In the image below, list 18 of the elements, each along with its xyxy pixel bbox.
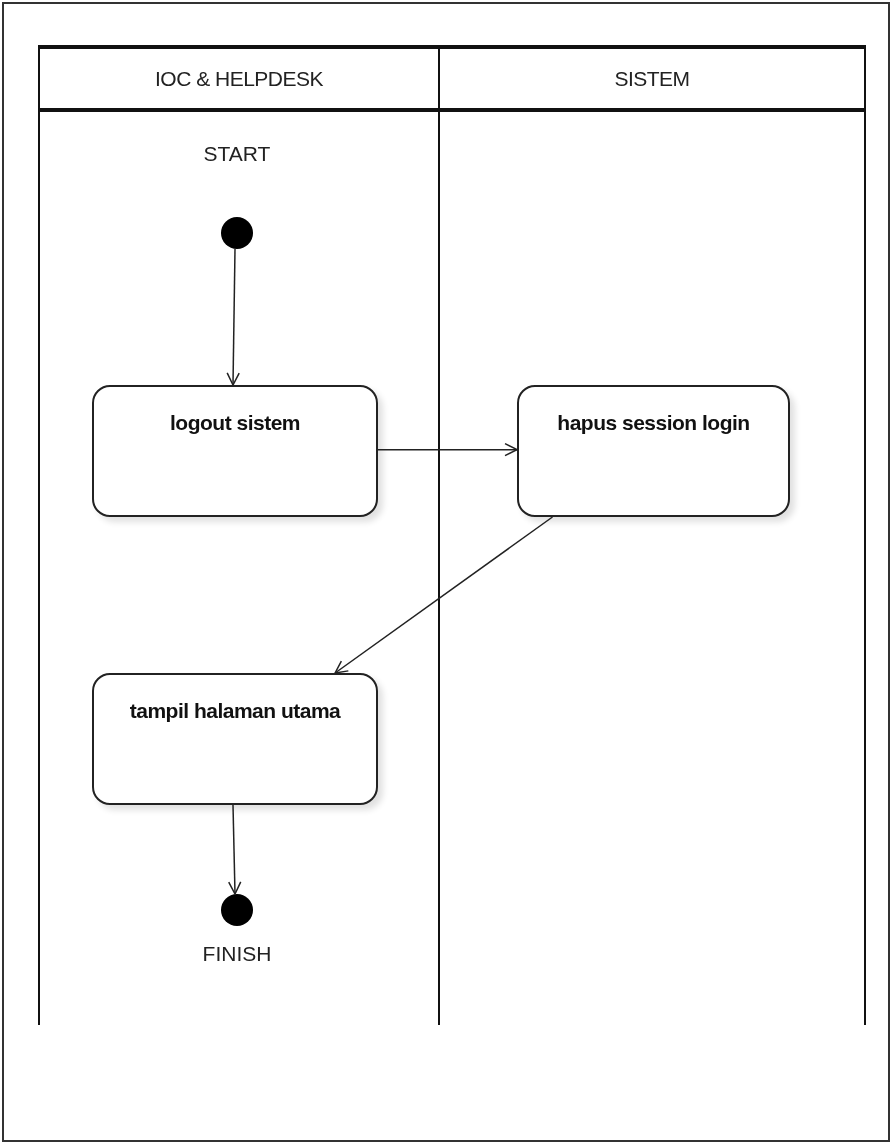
lane-title: IOC & HELPDESK: [154, 66, 324, 91]
arrow: [226, 248, 240, 386]
activity-box: [92, 385, 378, 517]
activity-box: [517, 385, 790, 517]
activity-label: tampil halaman utama: [129, 699, 341, 724]
lane-title: SISTEM: [614, 66, 690, 91]
arrow: [334, 516, 554, 674]
arrow: [228, 804, 242, 895]
swimlane: [38, 45, 440, 1025]
swimlane: [440, 45, 866, 1025]
arrow: [375, 442, 518, 457]
activity-label: hapus session login: [557, 411, 750, 436]
node-caption: START: [203, 142, 271, 166]
activity-box: [92, 673, 378, 805]
filled-circle-node: [221, 217, 253, 249]
filled-circle-node: [221, 894, 253, 926]
node-caption: FINISH: [202, 942, 272, 966]
activity-label: logout sistem: [170, 411, 300, 436]
